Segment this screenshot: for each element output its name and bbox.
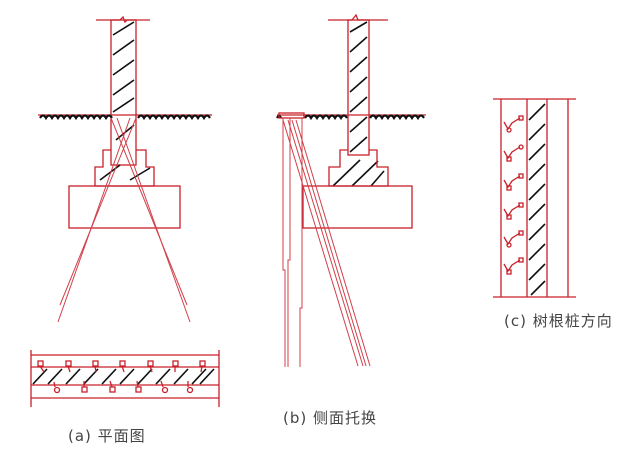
break-line (328, 13, 388, 21)
soil-hatch-mid (304, 114, 348, 121)
soil-hatch-right (137, 114, 211, 121)
crossed-root-piles (57, 117, 191, 323)
column-hatch (99, 21, 151, 181)
foundation-slab (302, 185, 413, 229)
strip-hatch (32, 368, 215, 385)
pile-heads (37, 360, 206, 394)
caption-b: (b) 侧面托换 (283, 409, 377, 427)
foundation-slab (68, 185, 181, 229)
soil-hatch-left (39, 114, 113, 121)
wall-hatch (528, 103, 546, 296)
panel-c-root-pile-direction (493, 98, 576, 298)
column-hatch (332, 21, 385, 187)
inclined-piles (282, 119, 371, 367)
vertical-piles (282, 118, 303, 367)
stepped-footing (94, 149, 155, 187)
angled-pile-symbols (503, 115, 524, 275)
caption-c: (c) 树根桩方向 (504, 312, 613, 330)
soil-hatch-right (369, 114, 425, 121)
wall-column (347, 19, 370, 156)
wall-column (110, 19, 137, 166)
pile-cap (278, 112, 305, 119)
caption-a: (a) 平面图 (68, 427, 146, 445)
panel-a-plan-strip (30, 350, 220, 407)
panel-b-side-underpinning (276, 13, 426, 367)
panel-a-elevation (38, 15, 212, 323)
